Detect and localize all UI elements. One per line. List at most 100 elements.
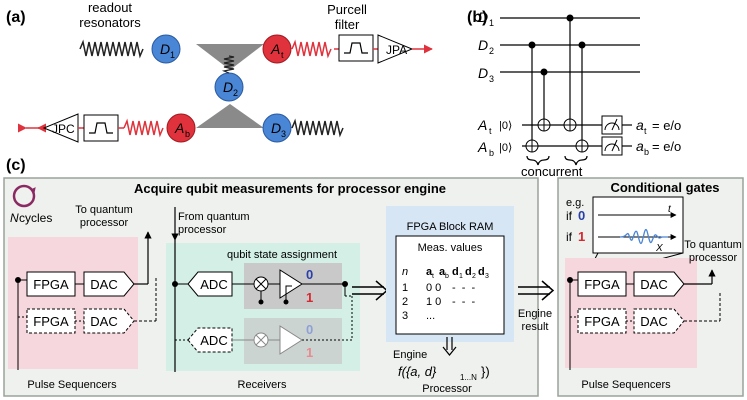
- outcome-ab-text: = e/o: [652, 139, 681, 154]
- meas-row2-a: 1 0: [426, 296, 441, 308]
- qubit-at-letter: A: [270, 41, 280, 57]
- engine-result-line1: Engine: [518, 308, 552, 320]
- qubit-d3-letter: D: [271, 120, 281, 136]
- resonator-d2: [221, 55, 235, 74]
- qubit-d3-sub: 3: [281, 129, 286, 139]
- wire-ab-letter: A: [477, 139, 487, 155]
- measure-ab: [601, 136, 623, 156]
- wire-at-letter: A: [477, 117, 487, 133]
- meas-header-d1-sub: 1: [459, 273, 463, 280]
- qubit-ab: [166, 113, 196, 143]
- qubit-d2-sub: 2: [233, 88, 238, 98]
- fpga-left-dashed-label: FPGA: [33, 314, 69, 329]
- cond-to-line2: processor: [689, 252, 738, 264]
- meas-row1-a: 0 0: [426, 282, 441, 294]
- jpa-label: JPA: [386, 43, 407, 57]
- if0-label: if: [566, 209, 573, 223]
- resonator-d1: [79, 39, 144, 59]
- meas-header-at-sub: t: [432, 273, 434, 280]
- cycles-icon: [12, 184, 36, 208]
- readout-resonators-line2: resonators: [79, 15, 141, 30]
- outcome-at-text: = e/o: [652, 118, 681, 133]
- acquire-title: Acquire qubit measurements for processor…: [134, 181, 446, 196]
- bit-1: 1: [306, 290, 313, 305]
- receivers-from-line1: From quantum: [178, 211, 250, 223]
- pulse-seq-left-bg: [8, 237, 138, 369]
- brace-right: [564, 155, 588, 166]
- wire-d1-letter: D: [478, 9, 488, 25]
- purcell-filter-line1: Purcell: [327, 2, 367, 17]
- if1-label: if: [566, 230, 573, 244]
- meas-header-ab: a: [439, 266, 446, 278]
- cnot-d2-ab: [525, 41, 539, 153]
- brace-left: [526, 155, 550, 166]
- dac-box-left: [83, 271, 135, 297]
- panel-c: (c) Acquire qubit measurements for proce…: [3, 157, 744, 397]
- meas-header-d3-sub: 3: [485, 273, 489, 280]
- meas-header-at: a: [426, 266, 433, 278]
- cycles-text: cycles: [19, 211, 52, 225]
- wire-ab-sub: b: [489, 148, 494, 158]
- wire-at-init: |0⟩: [499, 120, 512, 132]
- wire-d3-sub: 3: [489, 74, 494, 84]
- fpga-right-label: FPGA: [584, 277, 620, 292]
- meas-header-d2-sub: 2: [472, 273, 476, 280]
- panel-b: (b) D 1 D 2 D 3 A t |0⟩ A b |0⟩: [467, 9, 681, 179]
- meas-table-box: [395, 235, 505, 335]
- cnot-d3-at: [537, 68, 551, 132]
- eg-label: e.g.: [566, 197, 584, 209]
- processor-caption: Processor: [422, 383, 472, 395]
- jpa-amplifier: [377, 34, 414, 64]
- cnot-d1-at: [563, 14, 577, 132]
- qubit-at-sub: t: [281, 50, 284, 60]
- purcell-filter-top: [338, 34, 374, 62]
- meas-header-d3: d: [478, 266, 485, 278]
- qubit-ab-letter: A: [174, 120, 184, 136]
- coupler-bottom: [196, 104, 264, 128]
- outcome-ab-letter: a: [636, 138, 644, 154]
- measure-at: [601, 115, 623, 135]
- adc-dashed-label: ADC: [200, 333, 227, 348]
- meas-header-d2: d: [465, 266, 472, 278]
- dac-box-right-dashed: [633, 308, 685, 334]
- wire-d1-sub: 1: [489, 18, 494, 28]
- if1-value: 1: [578, 229, 585, 244]
- qubit-d1-sub: 1: [170, 50, 175, 60]
- cycles-n: N: [10, 211, 19, 225]
- meas-row1-n: 1: [402, 282, 408, 294]
- pulse-left-to-line1: To quantum: [75, 204, 132, 216]
- arrow-engine-result: [518, 280, 555, 301]
- dac-box-right: [633, 271, 685, 297]
- arrow-to-engine: [442, 337, 457, 356]
- conditional-title: Conditional gates: [610, 180, 719, 195]
- receivers-from-line2: processor: [178, 224, 227, 236]
- qubit-ab-sub: b: [185, 129, 190, 139]
- jpc-label: JPC: [52, 122, 75, 136]
- purcell-filter-line2: filter: [335, 17, 360, 32]
- meas-header-d1: d: [452, 266, 459, 278]
- meas-header-ab-sub: b: [445, 273, 449, 280]
- assignment-label: qubit state assignment: [227, 249, 337, 261]
- panel-c-label: (c): [6, 157, 26, 174]
- resonator-at: [291, 39, 332, 59]
- qubit-d1-letter: D: [160, 41, 170, 57]
- fpga-right-dashed-label: FPGA: [584, 314, 620, 329]
- wire-at-sub: t: [489, 126, 492, 136]
- engine-result-line2: result: [522, 321, 549, 333]
- meas-row2-n: 2: [402, 296, 408, 308]
- meas-row3-n: 3: [402, 310, 408, 322]
- pulse-inset: [592, 196, 684, 254]
- pulse-x: X: [655, 243, 663, 254]
- engine-formula-close: }): [481, 364, 490, 379]
- resonator-ab: [123, 118, 164, 138]
- concurrent-label: concurrent: [521, 164, 583, 179]
- dac-box-left-dashed: [83, 308, 135, 334]
- dac-right-label: DAC: [640, 277, 667, 292]
- meas-row3-a: ...: [426, 310, 435, 322]
- dac-left-label: DAC: [90, 277, 117, 292]
- fpga-left-label: FPGA: [33, 277, 69, 292]
- qubit-d1: [151, 34, 181, 64]
- panel-b-label: (b): [467, 9, 487, 26]
- qubit-at: [262, 34, 292, 64]
